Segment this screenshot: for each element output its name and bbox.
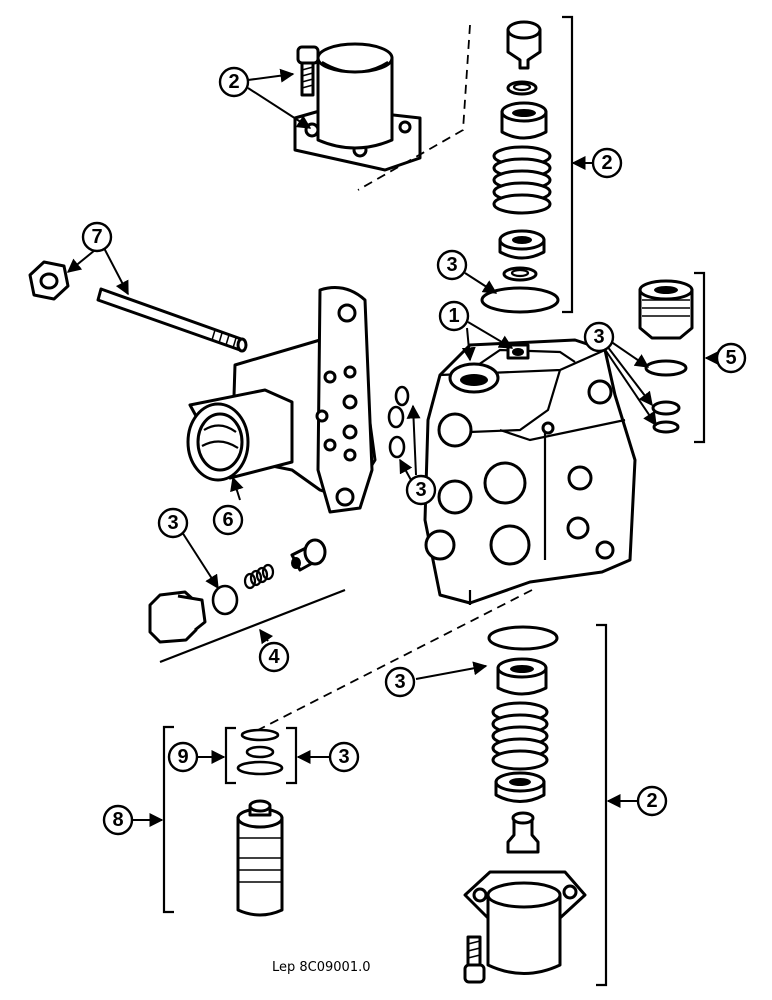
figure-reference: Lep 8C09001.0 (272, 960, 371, 975)
callout-3-upper: 3 (436, 249, 468, 281)
o-ring-lower (487, 625, 559, 651)
svg-text:3: 3 (446, 254, 457, 276)
svg-text:2: 2 (646, 790, 657, 812)
callout-4: 4 (258, 641, 290, 673)
centerline-bottom (257, 589, 533, 731)
callout-6: 6 (212, 504, 244, 536)
check-valve-parts (148, 538, 327, 644)
callout-2-bottom: 2 (636, 785, 668, 817)
check-spring (243, 563, 275, 590)
upper-spring (492, 145, 552, 215)
lower-cap-assembly (463, 870, 587, 975)
cartridge-valve (236, 799, 284, 917)
callout-3-left: 3 (157, 507, 189, 539)
cap-screw-bottom (463, 935, 486, 984)
relief-plug-assembly (638, 279, 694, 434)
svg-text:6: 6 (222, 509, 233, 531)
lower-spool-stack (491, 657, 549, 854)
cap-screw-top (296, 45, 320, 97)
lower-spring (491, 701, 549, 771)
svg-text:7: 7 (91, 226, 102, 248)
tie-rod-assembly (28, 260, 248, 353)
o-rings-middle (387, 385, 410, 459)
svg-text:2: 2 (228, 71, 239, 93)
svg-text:4: 4 (268, 646, 280, 668)
callout-2-right: 2 (591, 147, 623, 179)
bracket-relief-plug (694, 271, 706, 444)
svg-text:3: 3 (415, 479, 426, 501)
o-ring-upper (480, 286, 560, 314)
leader-lines (66, 68, 719, 827)
callout-9: 9 (167, 741, 199, 773)
callout-3-lower: 3 (384, 666, 416, 698)
callout-8: 8 (102, 804, 134, 836)
end-cover (186, 286, 377, 514)
svg-text:2: 2 (601, 152, 612, 174)
valve-body (423, 338, 637, 605)
svg-text:5: 5 (725, 347, 736, 369)
callout-3-middle: 3 (405, 474, 437, 506)
svg-text:3: 3 (394, 671, 405, 693)
callout-3-kit: 3 (328, 741, 360, 773)
svg-text:1: 1 (448, 305, 459, 327)
svg-text:9: 9 (177, 746, 188, 768)
bracket-lower-stack (596, 623, 608, 987)
bracket-seal-kit-left (224, 726, 236, 785)
bracket-seal-kit-right (286, 726, 298, 785)
callout-7: 7 (81, 221, 113, 253)
svg-text:3: 3 (167, 512, 178, 534)
callout-1: 1 (438, 300, 470, 332)
callout-2-top: 2 (218, 66, 250, 98)
line-check-valve (159, 588, 346, 664)
svg-text:3: 3 (338, 746, 349, 768)
callout-3-right: 3 (583, 321, 615, 353)
callout-5: 5 (715, 342, 747, 374)
solenoid-cap-assembly (293, 42, 422, 172)
seal-kit-rings (236, 728, 284, 776)
svg-text:3: 3 (593, 326, 604, 348)
upper-spool-stack (492, 20, 552, 282)
svg-text:8: 8 (112, 809, 123, 831)
centerline-top (357, 24, 471, 191)
bracket-upper-stack (562, 15, 574, 314)
bracket-cartridge (162, 725, 174, 914)
